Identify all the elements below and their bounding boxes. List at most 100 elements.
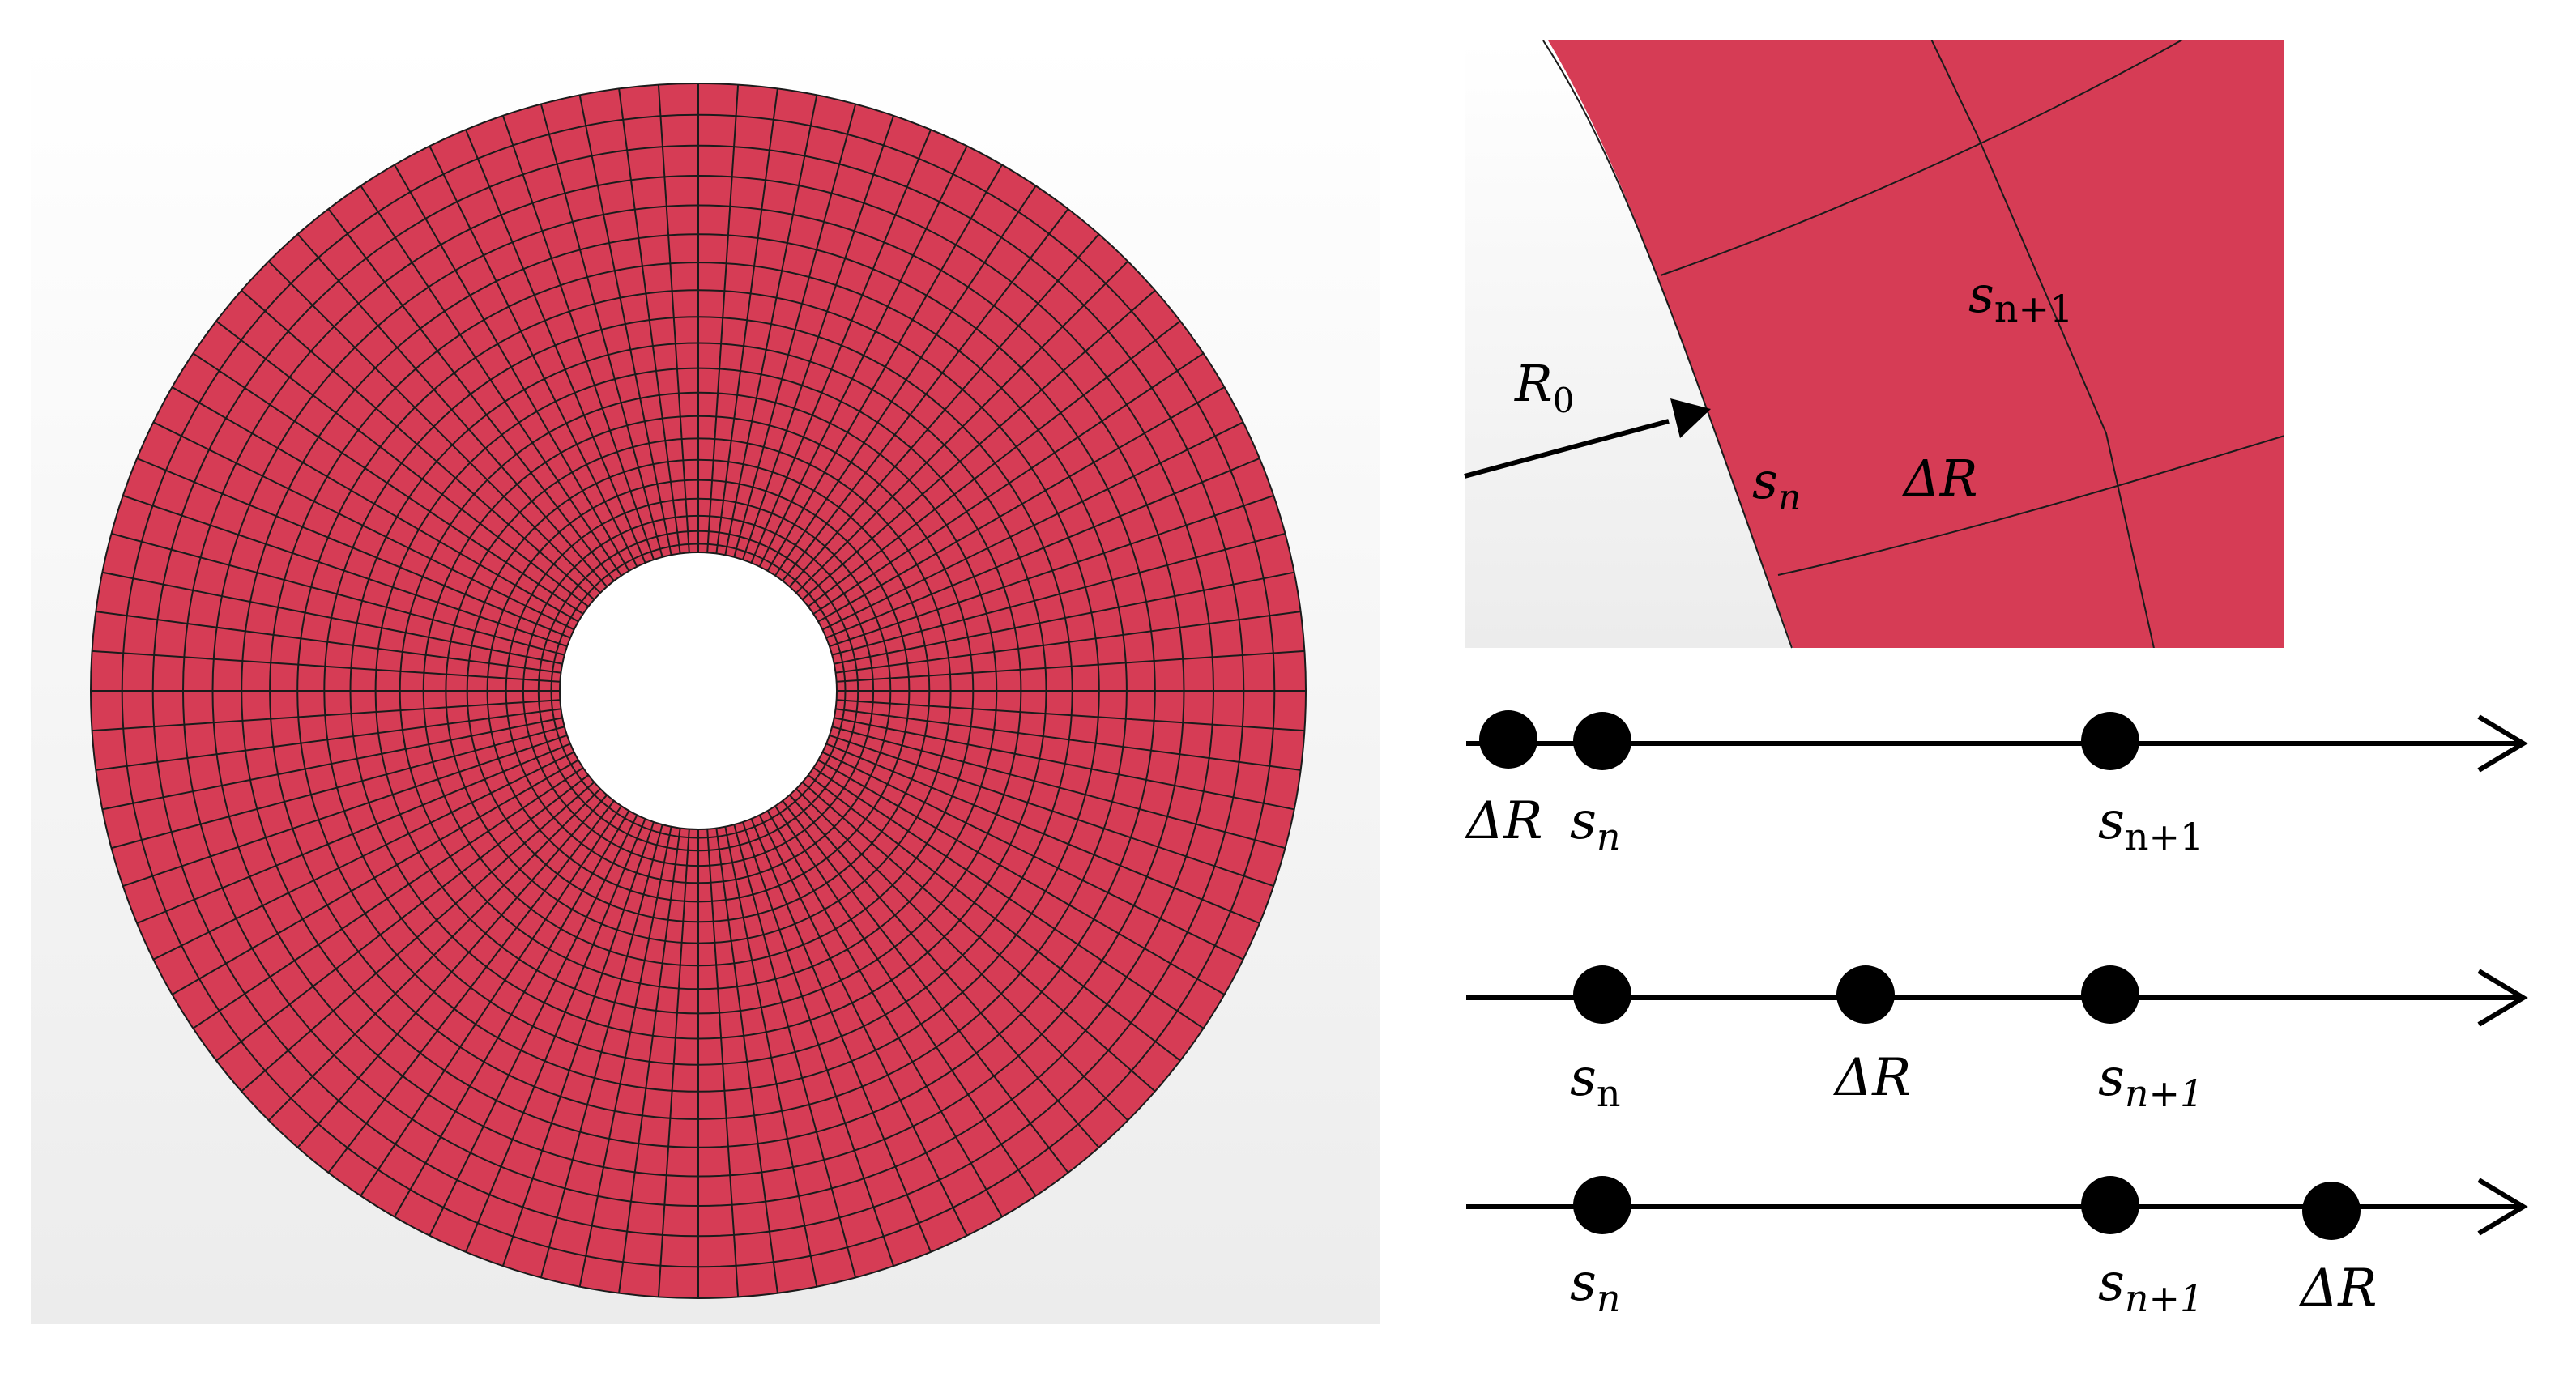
mesh-spoke-line xyxy=(215,774,589,1062)
mesh-spoke-line xyxy=(172,759,579,995)
mesh-spoke-line xyxy=(706,829,740,1297)
mesh-spoke-line xyxy=(715,88,778,554)
mesh-spoke-line xyxy=(96,708,561,771)
line2-label-delta-r: ΔR xyxy=(1832,1048,1911,1108)
mesh-spoke-line xyxy=(789,795,1100,1148)
mesh-spoke-line xyxy=(122,494,568,647)
mesh-spoke-line xyxy=(429,815,638,1237)
mesh-spoke-line xyxy=(835,708,1301,771)
line1-label-sn1: sn+1 xyxy=(2098,791,2203,858)
mesh-spoke-line xyxy=(802,289,1156,600)
mesh-spoke-line xyxy=(96,611,561,674)
mesh-spoke-line xyxy=(429,145,638,567)
mesh-spoke-line xyxy=(102,571,563,665)
mesh-spoke-line xyxy=(724,826,818,1287)
mesh-spoke-line xyxy=(750,818,932,1253)
mesh-spoke-line xyxy=(360,805,622,1197)
mesh-spoke-line xyxy=(394,810,630,1217)
mesh-spoke-line xyxy=(774,805,1037,1197)
mesh-panel xyxy=(31,40,1380,1324)
mesh-spoke-line xyxy=(834,571,1294,665)
mesh-spoke-line xyxy=(501,821,655,1267)
mesh-spoke-line xyxy=(296,233,608,587)
mesh-spoke-line xyxy=(766,164,1003,572)
point-sn1 xyxy=(2081,712,2139,770)
mesh-spoke-line xyxy=(215,320,589,607)
mesh-spoke-line xyxy=(327,208,615,581)
line1-label-delta-r: ΔR xyxy=(1464,791,1542,851)
mesh-spoke-line xyxy=(618,828,681,1293)
zoom-mesh-lines xyxy=(1660,40,2284,648)
mesh-spoke-line xyxy=(817,759,1225,995)
delta-r-label: ΔR xyxy=(1902,449,1977,508)
mesh-spoke-line xyxy=(802,782,1156,1093)
mesh-spoke-line xyxy=(706,84,740,553)
mesh-spoke-line xyxy=(750,129,932,564)
point-delta-r xyxy=(1836,965,1895,1024)
mesh-spoke-line xyxy=(465,129,646,564)
zoom-panel: R0 sn+1 sn ΔR xyxy=(1464,40,2284,649)
mesh-spoke-line xyxy=(836,650,1305,683)
mesh-spoke-line xyxy=(822,751,1244,961)
mesh-spoke-line xyxy=(835,611,1301,674)
mesh-spoke-line xyxy=(111,532,565,656)
mesh-spoke-line xyxy=(360,185,622,577)
mesh-spoke-line xyxy=(657,829,690,1297)
mesh-spoke-line xyxy=(758,145,968,567)
mesh-spoke-line xyxy=(836,699,1305,732)
mesh-spoke-line xyxy=(715,828,778,1293)
mesh-spoke-line xyxy=(733,104,857,557)
r0-arrow-head xyxy=(1670,398,1711,438)
point-sn1 xyxy=(2081,965,2139,1024)
mesh-spoke-line xyxy=(540,104,663,557)
mesh-spoke-line xyxy=(618,88,681,554)
line2-label-sn: sn xyxy=(1570,1048,1620,1115)
zoom-grid-line xyxy=(1930,40,2155,648)
mesh-spoke-line xyxy=(832,532,1286,656)
mesh-spoke-line xyxy=(795,260,1129,594)
mesh-spoke-line xyxy=(111,726,565,850)
mesh-spoke-line xyxy=(540,824,663,1278)
mesh-spoke-line xyxy=(102,717,563,811)
mesh-spoke-line xyxy=(724,95,818,556)
mesh-spoke-line xyxy=(782,800,1069,1174)
mesh-spoke-line xyxy=(834,717,1294,811)
mesh-spoke-line xyxy=(465,818,646,1253)
mesh-spoke-line xyxy=(92,699,561,732)
mesh-spoke-line xyxy=(829,494,1274,647)
mesh-spoke-line xyxy=(578,826,672,1287)
mesh-spoke-line xyxy=(92,650,561,683)
number-line-2-arrowhead xyxy=(2477,969,2528,1027)
mesh-spoke-line xyxy=(822,421,1244,631)
number-line-points xyxy=(1479,710,2361,1240)
mesh-spoke-line xyxy=(825,743,1260,924)
mesh-spoke-line xyxy=(192,352,584,615)
mesh-spoke-line xyxy=(817,386,1225,623)
mesh-spoke-line xyxy=(241,289,595,600)
zoom-grid-line xyxy=(1777,435,2284,576)
mesh-spoke-line xyxy=(733,824,857,1278)
mesh-spoke-line xyxy=(172,386,579,623)
r0-label: R0 xyxy=(1514,354,1574,420)
mesh-spoke-line xyxy=(122,735,568,888)
number-line-labels: ΔR sn sn+1 sn ΔR sn+1 sn sn+1 ΔR xyxy=(1464,791,2377,1320)
point-delta-r xyxy=(2302,1182,2361,1240)
point-delta-r xyxy=(1479,710,1537,769)
sn1-label: sn+1 xyxy=(1968,265,2073,330)
r0-arrow-shaft xyxy=(1464,419,1670,479)
mesh-spoke-line xyxy=(152,751,574,961)
mesh-spoke-line xyxy=(829,735,1274,888)
mesh-spoke-line xyxy=(657,84,690,553)
point-sn1 xyxy=(2081,1176,2139,1234)
mesh-spoke-line xyxy=(782,208,1069,581)
mesh-spoke-line xyxy=(766,810,1003,1217)
mesh-spoke-line xyxy=(832,726,1286,850)
mesh-spoke-line xyxy=(501,115,655,560)
mesh-spoke-line xyxy=(758,815,968,1237)
zoom-boundary-edge xyxy=(1542,40,1793,649)
line3-label-sn1: sn+1 xyxy=(2098,1253,2203,1320)
mesh-spoke-line xyxy=(742,821,895,1267)
zoom-grid-line xyxy=(1660,40,2183,276)
point-sn xyxy=(1573,1176,1631,1234)
